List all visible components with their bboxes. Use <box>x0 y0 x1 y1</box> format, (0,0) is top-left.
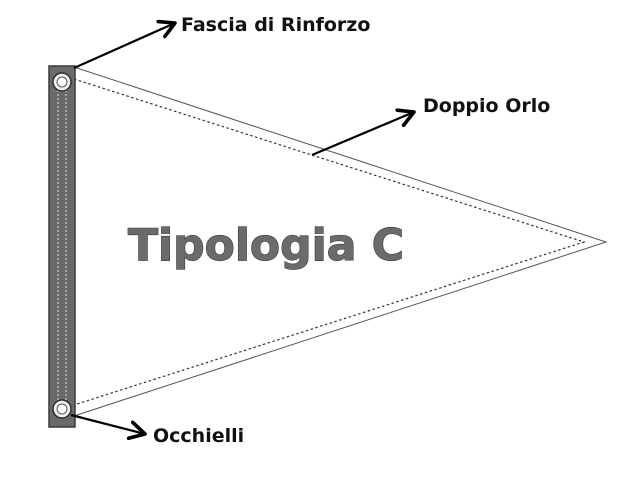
grommets-arrow <box>70 413 145 434</box>
double-hem-arrow <box>311 112 414 157</box>
grommet-top <box>52 72 72 92</box>
grommets-label: Occhielli <box>153 425 244 447</box>
reinforcement-strip <box>48 65 76 428</box>
grommet-bottom <box>52 399 72 419</box>
double-hem-stitching <box>73 78 586 406</box>
double-hem-label: Doppio Orlo <box>423 95 550 117</box>
pennant-title: Tipologia C <box>128 220 404 271</box>
reinforcement-label: Fascia di Rinforzo <box>181 14 370 36</box>
reinforcement-arrow <box>73 23 175 70</box>
